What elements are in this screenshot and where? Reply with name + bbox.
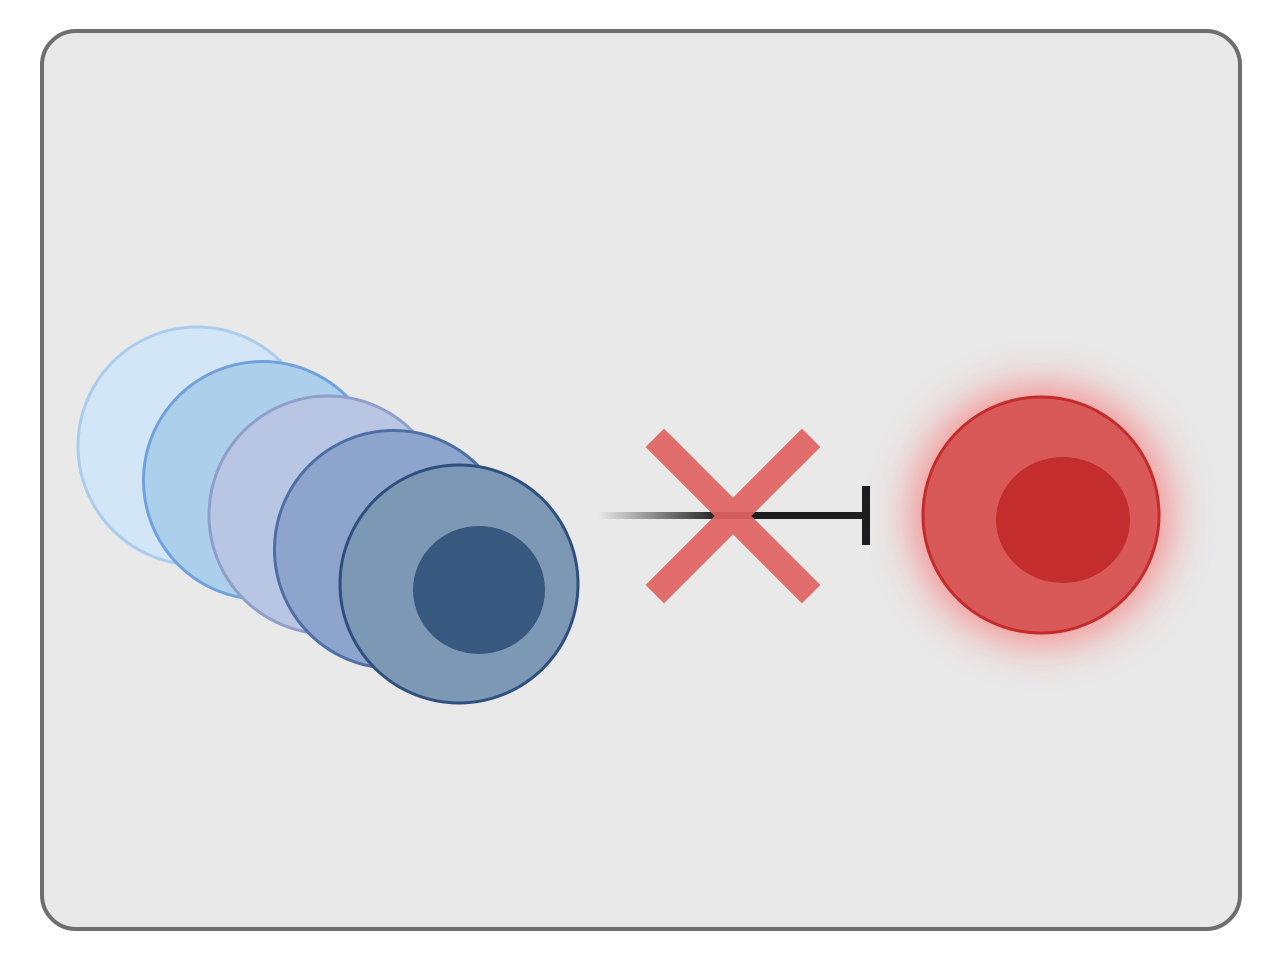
effector-cell-nucleus — [413, 526, 545, 654]
x-mark-icon — [645, 428, 821, 604]
inhibition-bar — [862, 486, 870, 545]
effector-cell-group — [76, 325, 580, 705]
diagram-panel — [40, 29, 1242, 931]
target-cell — [913, 387, 1169, 643]
target-cell-nucleus — [996, 457, 1130, 583]
